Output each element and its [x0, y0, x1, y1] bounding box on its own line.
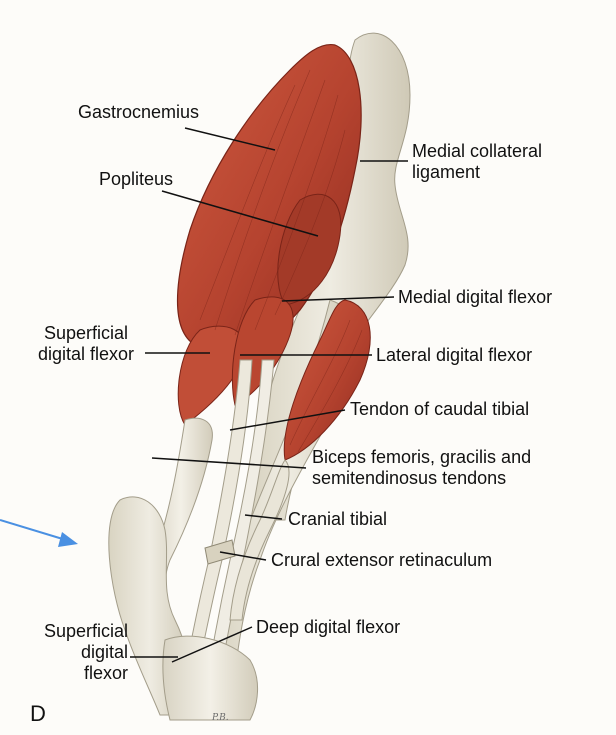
label-tendon-of-caudal-tibial: Tendon of caudal tibial [350, 399, 530, 419]
leader-deep-digital-flexor [171, 626, 253, 663]
label-medial-digital-flexor: Medial digital flexor [398, 287, 553, 307]
leader-cranial-tibial [244, 514, 283, 520]
label-medial-collateral-ligament: Medial collateral ligament [412, 141, 543, 182]
leader-tendon-caudal-tibial [229, 409, 346, 431]
artist-signature: P.B. [212, 713, 229, 723]
leader-biceps-femoris [151, 457, 307, 469]
label-popliteus: Popliteus [99, 169, 174, 189]
leader-popliteus [161, 190, 319, 237]
leader-crural-extensor [219, 551, 267, 561]
cranial-tibial-tendon [229, 459, 290, 621]
leader-gastrocnemius [184, 127, 276, 151]
label-lateral-digital-flexor: Lateral digital flexor [376, 345, 533, 365]
panel-letter: D [30, 701, 46, 726]
muscle-fibres [199, 69, 363, 453]
label-superficial-digital-flexor-upper: Superficial digital flexor [37, 323, 135, 364]
label-biceps-femoris-tendons: Biceps femoris, gracilis and semitendino… [312, 447, 532, 488]
label-deep-digital-flexor: Deep digital flexor [256, 617, 401, 637]
label-gastrocnemius: Gastrocnemius [78, 102, 200, 122]
leader-lines [130, 127, 408, 663]
label-crural-extensor-retinaculum: Crural extensor retinaculum [271, 550, 493, 570]
metatarsal-bundle [162, 635, 259, 721]
blue-arrow-icon [0, 519, 78, 547]
label-cranial-tibial: Cranial tibial [288, 509, 388, 529]
leader-medial-digital-flexor [281, 296, 395, 302]
popliteus-muscle [277, 193, 342, 306]
label-superficial-digital-flexor-lower: Superficial digital flexor [43, 621, 128, 683]
